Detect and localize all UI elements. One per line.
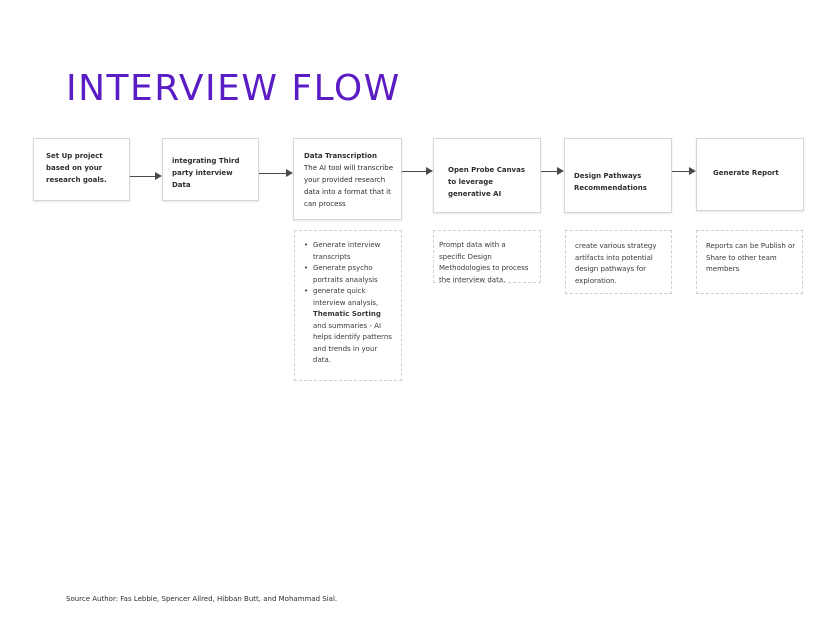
step-data-transcription: Data Transcription The AI tool will tran…	[293, 138, 402, 220]
list-item-text: generate quick interview analysis,	[313, 287, 379, 307]
list-item: generate quick interview analysis, Thema…	[304, 286, 393, 367]
step-open-probe-canvas-text: Open Probe Canvas to leverage generative…	[448, 166, 526, 198]
step-third-party-data: integrating Third party interview Data	[162, 138, 259, 201]
arrow-5	[672, 167, 696, 175]
list-item-tail: and summaries - AI helps identify patter…	[313, 321, 392, 365]
detail-probe: Prompt data with a specific Design Metho…	[433, 230, 541, 284]
detail-report: Reports can be Publish or Share to other…	[696, 230, 803, 294]
arrow-2	[259, 169, 293, 177]
detail-pathways-text: create various strategy artifacts into p…	[575, 242, 657, 285]
detail-probe-text: Prompt data with a specific Design Metho…	[439, 241, 529, 284]
detail-transcription-list: Generate interview transcripts Generate …	[304, 240, 393, 367]
step-generate-report-text: Generate Report	[713, 169, 779, 177]
source-credit: Source Author: Fas Lebbie, Spencer Allre…	[66, 595, 338, 603]
step-design-pathways: Design Pathways Recommendations	[564, 138, 672, 213]
list-item: Generate psycho portraits anaalysis	[304, 263, 393, 286]
step-generate-report: Generate Report	[696, 138, 804, 211]
detail-transcription: Generate interview transcripts Generate …	[294, 230, 402, 381]
thematic-sorting-label: Thematic Sorting	[313, 310, 381, 318]
step-open-probe-canvas: Open Probe Canvas to leverage generative…	[433, 138, 541, 213]
arrow-3	[402, 167, 433, 175]
step-data-transcription-text: The AI tool will transcribe your provide…	[304, 164, 394, 208]
step-design-pathways-text: Design Pathways Recommendations	[574, 172, 647, 192]
step-data-transcription-heading: Data Transcription	[304, 152, 377, 160]
page-title: INTERVIEW FLOW	[66, 68, 401, 109]
step-third-party-data-text: integrating Third party interview Data	[172, 157, 240, 189]
detail-report-text: Reports can be Publish or Share to other…	[706, 242, 796, 273]
step-setup-project-text: Set Up project based on your research go…	[46, 152, 107, 184]
step-setup-project: Set Up project based on your research go…	[33, 138, 130, 201]
arrow-1	[130, 172, 162, 180]
detail-pathways: create various strategy artifacts into p…	[565, 230, 672, 294]
arrow-4	[541, 167, 564, 175]
list-item: Generate interview transcripts	[304, 240, 393, 263]
